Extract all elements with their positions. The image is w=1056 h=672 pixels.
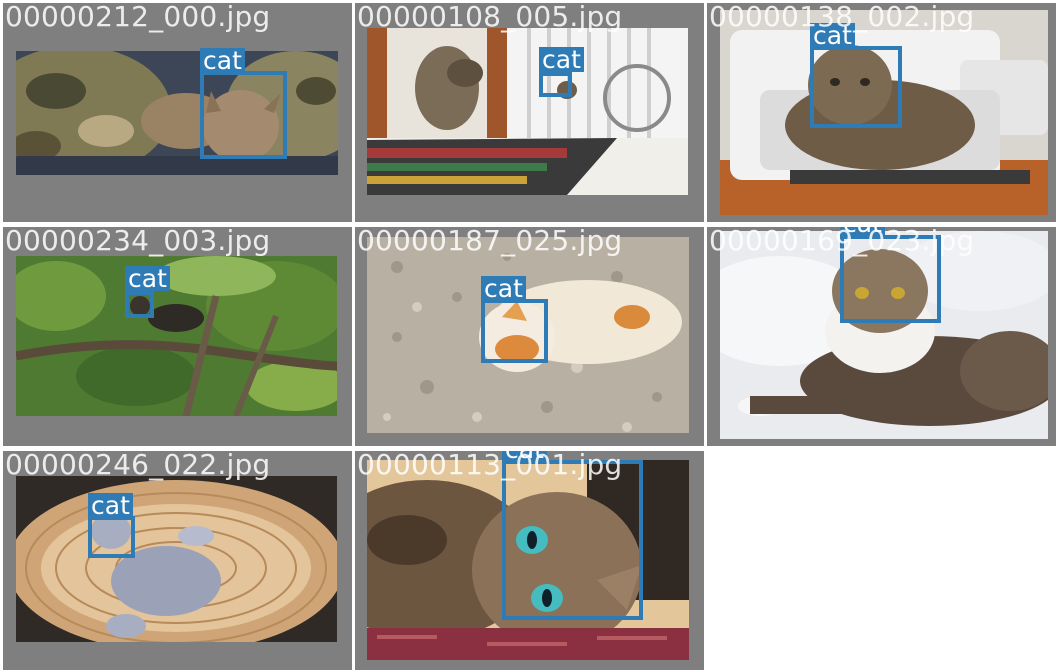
cat-photo bbox=[720, 231, 1048, 439]
grid-tile[interactable]: cat 00000113_001.jpg bbox=[355, 451, 704, 670]
detection-box bbox=[88, 516, 135, 558]
detection-label: cat bbox=[840, 227, 885, 236]
grid-tile[interactable]: cat 00000108_005.jpg bbox=[355, 3, 704, 222]
detection-box bbox=[810, 46, 902, 128]
detection-label: cat bbox=[539, 47, 584, 72]
cat-photo bbox=[16, 51, 338, 175]
detection-label: cat bbox=[810, 23, 855, 48]
detection-box bbox=[539, 72, 572, 97]
detection-box bbox=[200, 71, 287, 159]
detection-box bbox=[125, 291, 154, 318]
detection-box bbox=[502, 460, 643, 620]
detection-box bbox=[840, 235, 941, 323]
grid-tile[interactable]: cat 00000169_023.jpg bbox=[707, 227, 1056, 446]
cat-photo bbox=[367, 460, 689, 660]
grid-tile[interactable]: cat 00000187_025.jpg bbox=[355, 227, 704, 446]
image-filename: 00000234_003.jpg bbox=[5, 227, 271, 257]
grid-tile[interactable]: cat 00000138_002.jpg bbox=[707, 3, 1056, 222]
grid-tile[interactable]: cat 00000234_003.jpg bbox=[3, 227, 352, 446]
cat-photo bbox=[367, 28, 688, 195]
cat-photo bbox=[16, 476, 337, 642]
grid-tile[interactable]: cat 00000246_022.jpg bbox=[3, 451, 352, 670]
detection-label: cat bbox=[125, 266, 170, 291]
detection-label: cat bbox=[88, 493, 133, 518]
cat-photo bbox=[16, 256, 337, 416]
detection-label: cat bbox=[200, 48, 245, 73]
image-filename: 00000212_000.jpg bbox=[5, 3, 271, 33]
detection-label: cat bbox=[481, 276, 526, 301]
grid-tile[interactable]: cat 00000212_000.jpg bbox=[3, 3, 352, 222]
detection-box bbox=[481, 299, 548, 363]
detection-label: cat bbox=[502, 451, 547, 462]
